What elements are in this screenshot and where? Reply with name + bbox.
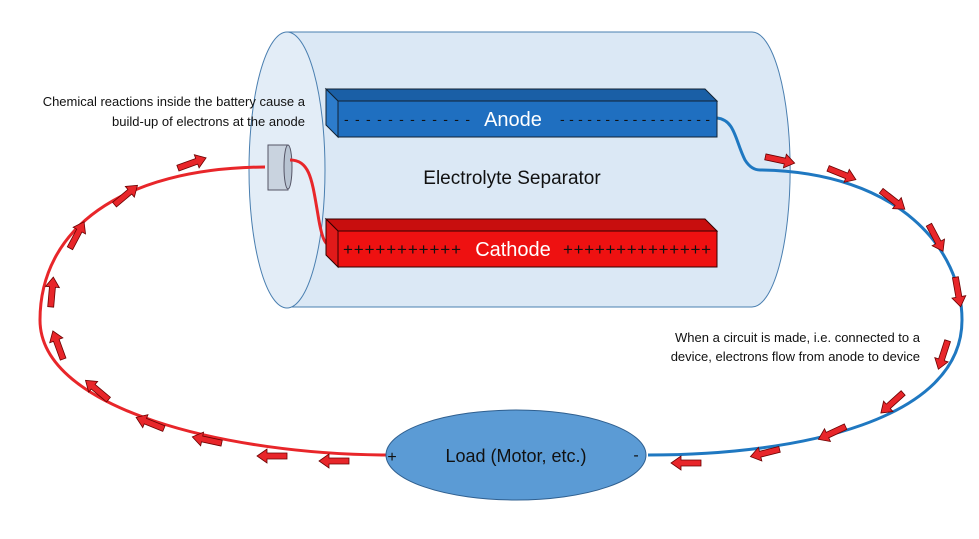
cathode-label: Cathode [475,239,551,261]
anode-charges-left: - - - - - - - - - - - - [344,111,470,127]
negative-terminal [267,144,293,191]
electron-flow-arrow-icon [49,330,67,361]
cathode-bar: +++++++++++ ++++++++++++++ Cathode [324,217,719,269]
anode-bar: - - - - - - - - - - - - - - - - - - - - … [324,87,719,139]
load-negative: - [633,447,638,464]
annotation-right-line2: device, electrons flow from anode to dev… [671,349,920,364]
load-label: Load (Motor, etc.) [445,446,586,466]
electron-flow-arrow-icon [749,445,781,462]
electron-flow-arrow-icon [764,153,796,169]
electrolyte-label: Electrolyte Separator [423,168,601,189]
electron-flow-arrow-icon [318,453,350,469]
annotation-left-line1: Chemical reactions inside the battery ca… [43,94,306,109]
electron-flow-arrow-icon [135,414,166,432]
load-positive: + [387,449,396,466]
electron-flow-arrow-icon [112,184,139,208]
anode-charges-right: - - - - - - - - - - - - - - - - - [560,111,710,127]
electron-flow-arrow-icon [191,431,223,447]
electron-flow-arrow-icon [878,187,906,210]
annotation-left-line2: build-up of electrons at the anode [112,114,305,129]
electron-flow-arrow-icon [66,221,87,251]
electron-flow-arrow-icon [670,455,702,471]
electron-flow-arrow-icon [817,423,848,442]
electron-flow-arrow-icon [934,339,951,370]
electron-flow-arrow-icon [176,154,207,172]
electron-flow-arrow-icon [84,379,111,403]
red-circuit-wire [38,165,391,457]
anode-charges: - - - - - - - - - - - - - - - - - - - - … [344,111,710,127]
electron-flow-arrow-icon [44,276,61,308]
cathode-charges-right: ++++++++++++++ [563,240,711,259]
electron-flow-arrows [44,153,967,471]
electron-flow-arrow-icon [951,276,967,308]
electron-flow-arrow-icon [826,165,857,183]
electron-flow-arrow-icon [256,448,288,464]
electron-flow-arrow-icon [925,222,946,252]
cathode-charges: +++++++++++ ++++++++++++++ [343,240,711,259]
load: Load (Motor, etc.) + - [385,409,647,501]
anode-label: Anode [484,109,542,131]
annotation-right-line1: When a circuit is made, i.e. connected t… [675,330,921,345]
cathode-charges-left: +++++++++++ [343,240,461,259]
electron-flow-arrow-icon [880,390,906,414]
